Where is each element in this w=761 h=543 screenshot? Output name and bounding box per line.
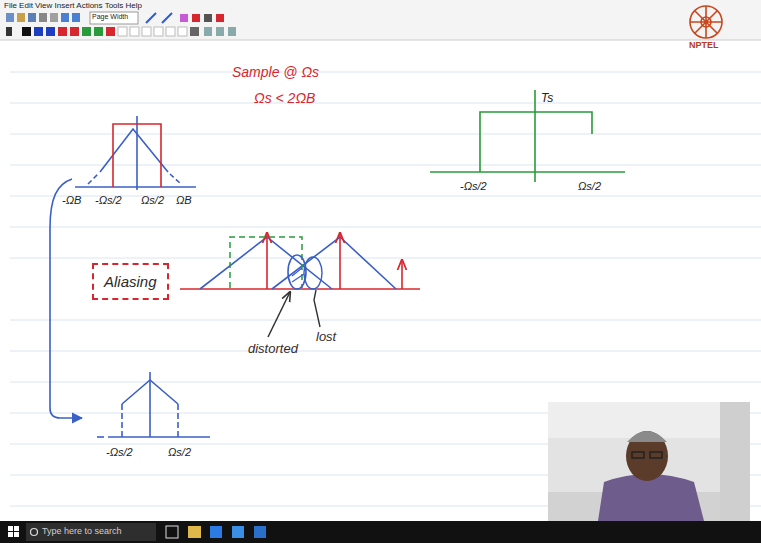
taskbar-icons (166, 526, 266, 538)
axis-label: -Ωs/2 (460, 180, 487, 193)
axis-label: -Ωs/2 (106, 446, 133, 459)
axis-label: Ωs/2 (141, 194, 164, 207)
axis-label: Ωs/2 (578, 180, 601, 193)
ruled-lines (10, 72, 761, 506)
term-box: Aliasing (92, 263, 169, 300)
nyquist-condition: Ωs < 2ΩB (254, 90, 315, 106)
logo-text: NPTEL (689, 40, 719, 50)
annotation: distorted (248, 342, 298, 357)
zoom-dropdown-text: Page Width (92, 13, 128, 21)
toolbar (0, 0, 761, 40)
windows-logo (8, 526, 19, 537)
axis-label: -ΩB (62, 194, 81, 207)
taskbar (0, 521, 761, 543)
reconstructed-spectrum (97, 372, 210, 437)
lowpass-filter-plot (430, 90, 625, 182)
axis-label: Ωs/2 (168, 446, 191, 459)
bracket-arrow (50, 179, 82, 418)
menu-bar-text: File Edit View Insert Actions Tools Help (4, 1, 142, 10)
search-box (26, 523, 156, 541)
leader-line (268, 292, 290, 337)
nptel-logo (690, 6, 722, 38)
toolbar-border (0, 40, 761, 41)
axis-label: ΩB (176, 194, 192, 207)
axis-label: -Ωs/2 (95, 194, 122, 207)
bandlimited-spectrum (75, 116, 196, 190)
sampling-note: Sample @ Ωs (232, 64, 319, 80)
gain-label: Ts (541, 92, 553, 106)
search-icon (31, 529, 38, 536)
leader-line (314, 290, 320, 327)
toolbar-icons (6, 12, 236, 36)
presenter-video (548, 402, 750, 521)
aliased-spectrum (180, 233, 420, 289)
annotation: lost (316, 330, 336, 345)
search-box-text: Type here to search (42, 526, 122, 536)
term-text: Aliasing (104, 273, 157, 290)
